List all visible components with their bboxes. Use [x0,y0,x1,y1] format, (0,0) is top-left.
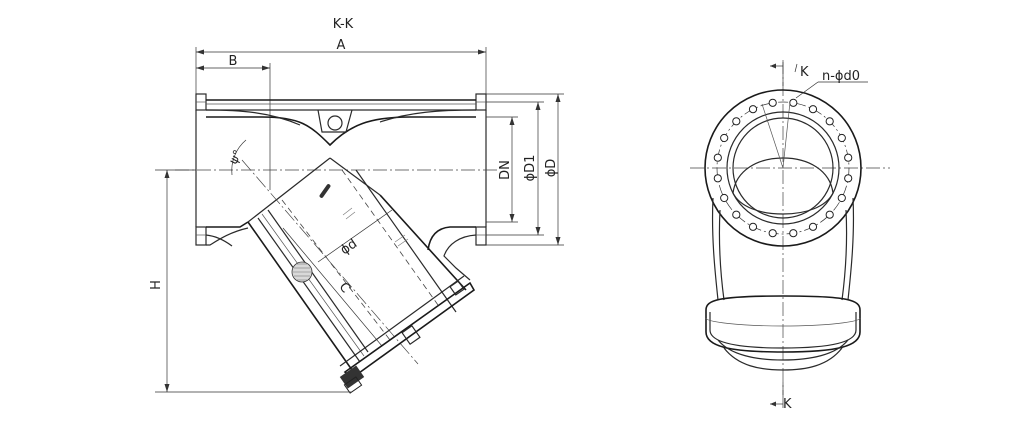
bolt-hole [713,174,722,183]
dimension-b-label: B [229,54,238,69]
bolt-hole [732,210,741,219]
bolt-hole [720,133,729,143]
hole-callout: n-ϕd0 [795,69,868,99]
bottom-cover [705,295,861,371]
bolt-hole [837,193,846,203]
dimension-d-label: ϕd [338,236,360,258]
perforation-pattern [291,261,313,283]
angle-marker: ψ° [226,139,247,176]
hole-callout-label: n-ϕd0 [822,69,860,84]
section-view: K-K A B [149,17,564,394]
section-mark-bottom-label: K [783,397,792,412]
bolt-hole [748,222,758,231]
strainer-chamber: ϕd C [241,157,476,394]
section-mark-bottom: K [770,382,792,412]
flange-outer [704,89,862,247]
bolt-hole [768,98,777,107]
dimension-D: ϕD [486,93,564,246]
section-title: K-K [333,17,354,32]
dimension-dn-label: DN [498,160,513,180]
bolt-hole [768,229,777,238]
dimension-b: B [196,54,271,190]
dimension-dn: DN [486,116,518,223]
dimension-a-label: A [337,38,346,53]
dimension-d1: ϕD1 [486,101,544,236]
bolt-hole [713,153,722,162]
bolt-hole [732,117,741,126]
bolt-hole [808,222,818,231]
right-flange [475,93,487,246]
bolt-hole [789,229,798,238]
bolt-hole [844,174,853,183]
bolt-hole [720,193,729,203]
bolt-hole [808,105,818,114]
bolt-hole [825,210,834,219]
dimension-h-label: H [149,280,164,290]
section-mark-top: K [770,62,809,86]
dimension-a: A [195,38,487,94]
drain-plug [339,365,365,394]
angle-label: ψ° [226,147,245,166]
section-mark-top-label: K [800,65,809,80]
bolt-hole [748,105,758,114]
bolt-circle [716,101,850,235]
dimension-d1-label: ϕD1 [523,155,538,182]
left-flange [195,93,207,246]
bolt-hole [825,117,834,126]
bolt-hole [837,133,846,143]
bolt-hole [844,153,853,162]
dimension-D-label: ϕD [544,159,559,178]
bolt-holes [713,98,853,238]
bolt-hole [789,98,798,107]
end-view: K K n-ϕd0 [690,60,890,412]
dimension-h: H [149,169,352,393]
top-boss [317,109,353,133]
